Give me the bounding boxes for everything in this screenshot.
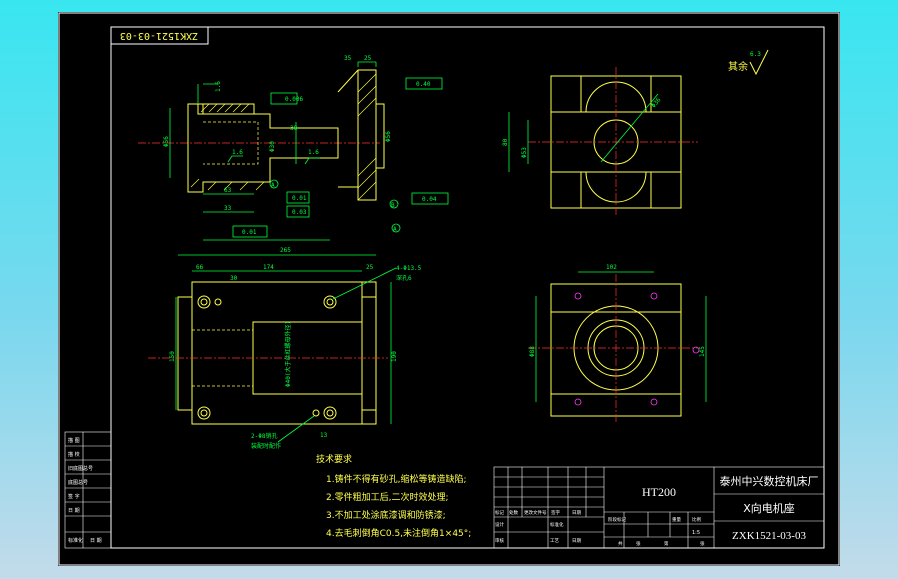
dim-left-diameter: Φ56 — [163, 136, 170, 147]
dim-35: 35 — [344, 55, 352, 62]
dim-parallel-1: 0.01 — [292, 195, 307, 202]
tb-label-bili: 比例 — [692, 516, 701, 523]
tb-label-zhongliang: 重量 — [672, 516, 681, 523]
dim-13: 13 — [320, 432, 328, 439]
tb-drawing-no: ZXK1521-03-03 — [732, 530, 806, 542]
dim-perpendicularity: 0.01 — [242, 229, 257, 236]
note-inner-bore: Φ40(大于丝杠螺母外径) — [284, 321, 292, 387]
tb-label-biaozhun: 标准化 — [550, 521, 564, 528]
corner-drawing-code: ZXK1521-03-03 — [120, 30, 198, 41]
side-label-7: 标准化 — [68, 537, 83, 544]
tb-material: HT200 — [642, 485, 676, 499]
tb-label-zhang1: 张 — [636, 540, 641, 547]
tech-title: 技术要求 — [316, 453, 352, 465]
tb-label-gaiwenjian: 更改文件号 — [524, 509, 547, 516]
dim-mid-diameter: Φ30 — [269, 141, 276, 152]
dim-25b: 25 — [366, 264, 374, 271]
tech-item-1: 1.铸件不得有砂孔,缩松等铸造缺陷; — [326, 473, 466, 485]
roughness-label: 其余 — [728, 60, 748, 73]
cad-drawing: ZXK1521-03-03 其余 6.3 — [58, 12, 840, 566]
tech-requirements: 技术要求 1.铸件不得有砂孔,缩松等铸造缺陷; 2.零件粗加工后,二次时效处理;… — [316, 453, 471, 539]
dim-top-diag: Φ36 — [650, 96, 663, 109]
dim-174: 174 — [263, 264, 274, 271]
dim-right-right: 145 — [699, 346, 706, 357]
side-label-block: 描 图 描 校 旧底图总号 底图总号 签 字 日 期 标准化 日 期 — [64, 431, 112, 549]
tb-label-gong: 共 — [618, 540, 623, 547]
dim-30: 30 — [230, 275, 238, 282]
top-right-view: Φ36 80 Φ53 — [502, 67, 698, 217]
tb-label-gongyi: 工艺 — [550, 538, 559, 544]
tech-item-3: 3.不加工处涂底漆调和防锈漆; — [326, 509, 446, 521]
title-block: 标记 处数 更改文件号 签字 日期 设计 标准化 阶段标记 重量 比例 审核 工… — [493, 466, 825, 549]
tb-label-di: 第 — [664, 540, 669, 547]
tb-label-zhang2: 张 — [700, 540, 705, 547]
tb-part-name: X向电机座 — [743, 501, 795, 515]
dim-parallel-2: 0.03 — [292, 209, 307, 216]
dim-right-left: Φ88 — [529, 346, 536, 357]
dim-top-roughness: 1.6 — [215, 81, 222, 92]
dim-side-diameter: Φ56 — [385, 131, 392, 142]
side-label-8: 日 期 — [90, 538, 102, 544]
corner-code-box: ZXK1521-03-03 — [110, 26, 209, 45]
tb-scale-value: 1:5 — [692, 530, 700, 536]
tb-label-shenhe: 审核 — [495, 537, 504, 544]
dim-63: 63 — [224, 187, 232, 194]
outer-frame — [58, 12, 840, 566]
side-label-6: 日 期 — [68, 508, 80, 514]
dim-roundness: 0.40 — [416, 81, 431, 88]
tb-label-biaoji: 标记 — [495, 509, 504, 516]
note-pin-holes-2: 装配时配作 — [251, 442, 281, 450]
dim-right-height: 190 — [391, 351, 398, 362]
dim-flatness: 0.006 — [285, 96, 303, 103]
tb-label-riqi2: 日期 — [572, 538, 581, 544]
plan-view: 265 66 174 25 30 150 190 4-Φ13.5 深孔6 2-Φ… — [148, 247, 422, 450]
side-label-3: 旧底图总号 — [68, 465, 93, 472]
dim-top-height: 80 — [502, 138, 509, 146]
inner-frame — [110, 26, 825, 549]
datum-a: A — [271, 182, 275, 189]
datum-b: B — [391, 202, 395, 209]
dim-265: 265 — [280, 247, 291, 254]
dim-102: 102 — [606, 264, 617, 271]
roughness-value: 6.3 — [750, 51, 761, 58]
tech-item-2: 2.零件粗加工后,二次时效处理; — [326, 491, 448, 503]
tb-label-qianzi: 签字 — [551, 509, 560, 516]
dim-25: 25 — [364, 55, 372, 62]
side-label-1: 描 图 — [68, 437, 80, 444]
right-view: 102 Φ88 145 — [528, 264, 707, 424]
side-label-4: 底图总号 — [68, 479, 88, 486]
note-holes-depth: 深孔6 — [396, 274, 412, 282]
tb-company: 泰州中兴数控机床厂 — [720, 474, 819, 488]
tb-label-chushu: 处数 — [509, 509, 518, 516]
note-pin-holes: 2-Φ8销孔 — [251, 432, 277, 440]
dim-top-height-2: Φ53 — [521, 147, 528, 158]
drawing-sheet: ZXK1521-03-03 其余 6.3 — [58, 12, 840, 566]
dim-left-height: 150 — [169, 351, 176, 362]
dim-66: 66 — [196, 264, 204, 271]
roughness-note: 其余 6.3 — [728, 49, 769, 76]
tb-label-sheji: 设计 — [495, 521, 504, 528]
dim-rough-b: 1.6 — [308, 149, 319, 156]
dim-parallel-3: 0.04 — [422, 196, 437, 203]
note-holes: 4-Φ13.5 — [396, 265, 422, 272]
side-label-5: 签 字 — [68, 493, 80, 500]
dim-33: 33 — [224, 205, 232, 212]
side-label-2: 描 校 — [68, 451, 80, 458]
datum-a2: A — [393, 226, 397, 233]
dim-38: 38 — [290, 125, 298, 132]
section-view: 1.6 0.006 35 25 0.40 Φ56 Φ30 38 1.6 1.6 … — [138, 55, 449, 241]
tech-item-4: 4.去毛刺倒角C0.5,未注倒角1×45°; — [326, 527, 471, 539]
dim-rough-a: 1.6 — [232, 149, 243, 156]
tb-label-riqi: 日期 — [572, 510, 581, 516]
tb-label-jieduan: 阶段标记 — [608, 516, 626, 523]
